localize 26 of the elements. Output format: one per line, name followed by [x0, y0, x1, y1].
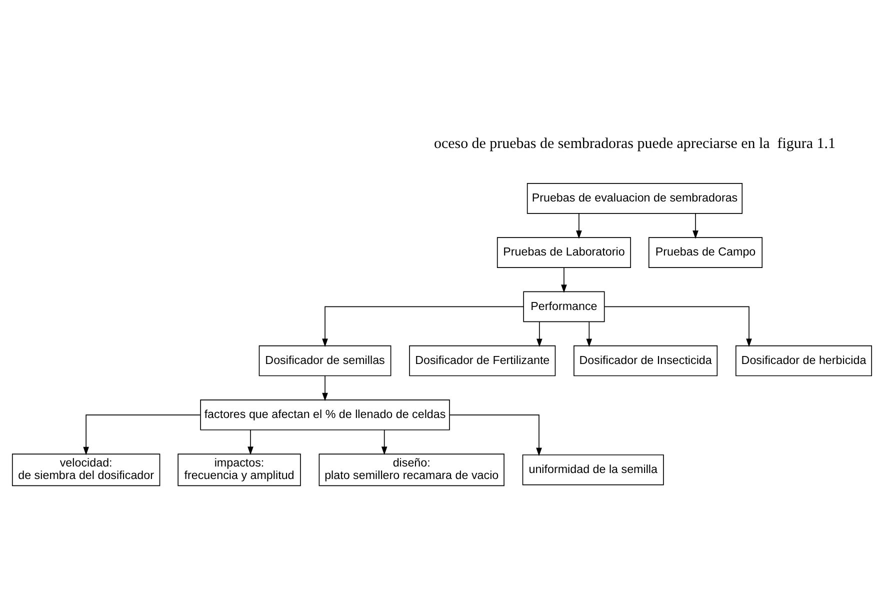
node-box: Performance	[523, 291, 605, 322]
node-box: Pruebas de Campo	[648, 237, 763, 268]
node-box: Pruebas de Laboratorio	[496, 237, 631, 268]
node-box: Dosificador de herbicida	[735, 345, 872, 376]
node-box: diseño: plato semillero recamara de vacio	[318, 454, 504, 486]
arrow	[322, 306, 524, 347]
arrow	[561, 267, 567, 293]
label: oceso de pruebas de sembradoras puede apreciarse en la figura 1.1	[434, 136, 836, 152]
arrow	[604, 306, 752, 347]
arrow	[322, 375, 328, 402]
node-box: factores que afectan el % de llenado de celdas	[200, 400, 450, 430]
node-box: Dosificador de semillas	[258, 345, 392, 376]
node-box: velocidad: de siembra del dosificador	[12, 454, 160, 486]
arrow	[586, 321, 592, 348]
arrow	[536, 321, 542, 348]
node-box: uniformidad de la semilla	[522, 454, 664, 486]
node-box: impactos: frecuencia y amplitud	[178, 454, 301, 486]
node-box: Dosificador de Fertilizante	[409, 345, 556, 376]
arrow	[83, 414, 201, 456]
arrow	[449, 414, 542, 456]
arrow	[248, 430, 254, 455]
node-box: Pruebas de evaluacion de sembradoras	[526, 183, 743, 214]
arrow	[692, 213, 698, 239]
arrow	[381, 430, 388, 455]
node-box: Dosificador de Insecticida	[574, 345, 718, 376]
arrow	[576, 213, 582, 239]
